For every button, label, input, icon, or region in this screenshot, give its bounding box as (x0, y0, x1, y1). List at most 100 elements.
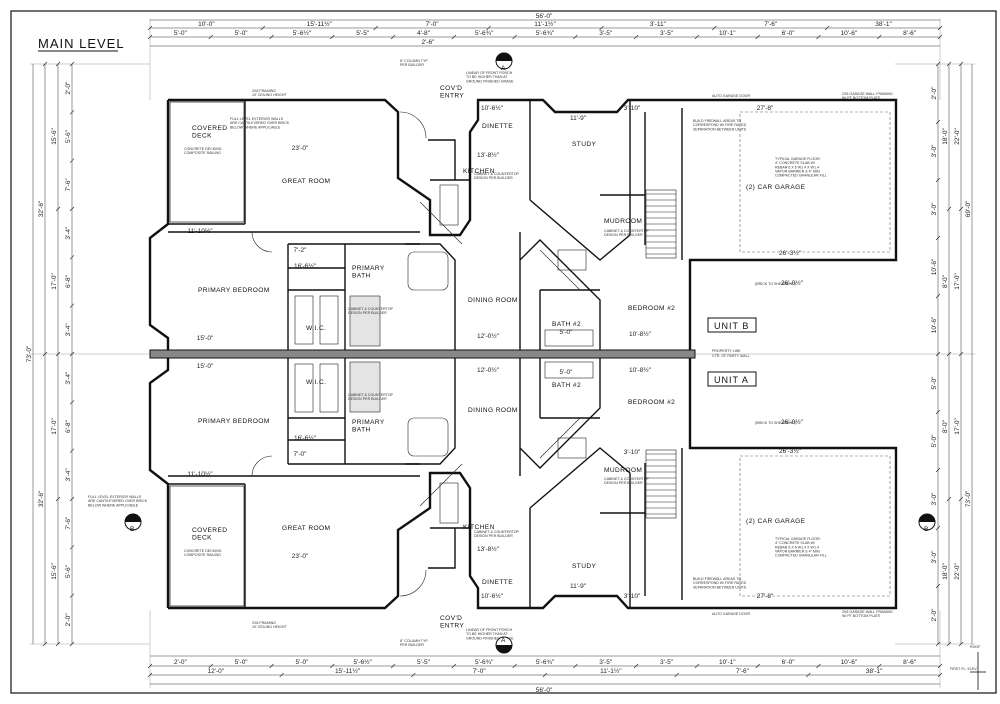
dim-label: 5'-6¾" (475, 659, 494, 666)
dim-label: 15'-6" (51, 128, 58, 145)
dim-top-overall: 56'-0" (536, 13, 553, 20)
room-primary-bedroom-b: PRIMARY BEDROOM (198, 287, 270, 294)
dim-bottom-row1: 12'-0"15'-11½"7'-0"11'-1½"7'-6"38'-1" (208, 667, 884, 675)
dim-bottom-row2: 2'-0"5'-0"5'-0"5'-6½"5'-5"5'-6¾"5'-6¾"3'… (174, 658, 917, 666)
room-kitchen-a: KITCHEN (463, 524, 495, 531)
note-garage-door-b: AUTO GARAGE DOOR (712, 94, 750, 98)
dim-label: 7'-6" (736, 668, 750, 675)
dimension-ticks (42, 25, 964, 678)
garage-slab-b (739, 111, 891, 253)
dim-label: 3'-0" (931, 550, 938, 564)
dim-top-row1: 10'-0"15'-11½"7'-0"11'-1½"3'-11"7'-6"38'… (198, 20, 892, 28)
dim-label: 8'-6" (903, 659, 917, 666)
dim-interior-label: 7'-0" (294, 451, 308, 458)
dim-label: 3'-0" (931, 202, 938, 216)
dim-interior-label: 10'-6½" (481, 104, 504, 112)
section-marker-b-right: B (918, 513, 936, 533)
dim-label: 17'-0" (954, 273, 961, 290)
dim-interior-label: 26'-3½" (779, 249, 802, 257)
room-garage-a: (2) CAR GARAGE (746, 518, 806, 525)
room-dinette-b: DINETTE (482, 123, 513, 130)
dim-label: 3'-0" (931, 144, 938, 158)
dim-label: 7'-0" (426, 21, 440, 28)
dim-interior-label: 3'-10" (624, 449, 641, 456)
dim-label: 2'-0" (931, 86, 938, 100)
dim-interior-label: 10'-8½" (629, 366, 652, 374)
dim-interior-label: 11'-10½" (187, 470, 213, 478)
room-bedroom2-b: BEDROOM #2 (628, 305, 675, 312)
dim-label: 6'-8" (65, 419, 72, 433)
plan-notes: TYPICAL GARAGE FLOOR:4" CONCRETE SLAB W/… (88, 59, 893, 647)
dim-label: 3'-4" (65, 226, 72, 240)
note-brick-b: (BRICK TO SHEATHING) (755, 282, 796, 286)
dim-label: 5'-6¾" (536, 659, 555, 666)
dim-label: 3'-4" (65, 371, 72, 385)
dim-label: 10'-6" (841, 659, 858, 666)
dim-label: 17'-0" (51, 418, 58, 435)
dim-label: 7'-6" (764, 21, 778, 28)
room-dinette-a: DINETTE (482, 579, 513, 586)
dim-label: 7'-0" (473, 668, 487, 675)
property-line-label: PROPERTY LINE (712, 349, 741, 353)
dim-interior-label: 5'-0" (560, 329, 574, 336)
fixtures-unit-a (251, 361, 677, 597)
dim-label: 6'-0" (782, 30, 796, 37)
dim-interior-label: 13'-8½" (477, 151, 500, 159)
dim-interior-label: 7'-2" (294, 247, 308, 254)
dim-interior-label: 26'-0½" (781, 418, 804, 426)
dim-label: 2'-0" (174, 659, 188, 666)
dim-label: 7'-6" (65, 178, 72, 192)
dim-label: 10'-1" (719, 30, 736, 37)
dim-label: 5'-0" (174, 30, 188, 37)
room-bath2-b: BATH #2 (552, 321, 581, 328)
garage-slab-a (739, 455, 891, 597)
dim-interior-label: 10'-6½" (481, 592, 504, 600)
unit-b-tag (707, 317, 757, 333)
note-garage-floor-b: TYPICAL GARAGE FLOOR:4" CONCRETE SLAB W/… (775, 157, 827, 178)
dim-interior-label: 26'-3½" (779, 447, 802, 455)
section-marker-b-left: B (124, 513, 142, 533)
room-dining-b: DINING ROOM (468, 297, 518, 304)
dim-label: 10'-6" (931, 316, 938, 333)
dim-label: 6'-0" (782, 659, 796, 666)
party-wall-label: CTR. OF PARTY WALL (712, 354, 750, 358)
dim-label: 18'-0" (942, 128, 949, 145)
dim-label: 12'-0" (208, 668, 225, 675)
dim-label: 5'-6½" (354, 658, 373, 666)
dim-label: 5'-6" (65, 129, 72, 143)
section-marker-a-bottom: A (495, 636, 513, 654)
room-mudroom-b: MUDROOM (604, 218, 642, 225)
unit-a-tag (707, 371, 757, 387)
dim-interior-label: 23'-0" (292, 145, 309, 152)
dim-label: 3'-5" (599, 30, 613, 37)
dim-left: 73'-0"32'-6"32'-6"15'-6"17'-0"17'-0"15'-… (26, 81, 72, 626)
dim-interior-label: 3'-10" (624, 593, 641, 600)
dim-interior-label: 5'-0" (560, 369, 574, 376)
room-bath2-a: BATH #2 (552, 382, 581, 389)
dim-label: 38'-1" (866, 668, 883, 675)
dim-label: 2'-0" (65, 81, 72, 95)
svg-text:A: A (501, 65, 506, 72)
note-garage-door-a: AUTO GARAGE DOOR (712, 612, 750, 616)
dim-label: 38'-1" (875, 21, 892, 28)
room-dining-a: DINING ROOM (468, 407, 518, 414)
dim-label: 11'-1½" (534, 20, 556, 28)
party-wall (149, 349, 696, 359)
room-great-room-a: GREAT ROOM (282, 525, 330, 532)
